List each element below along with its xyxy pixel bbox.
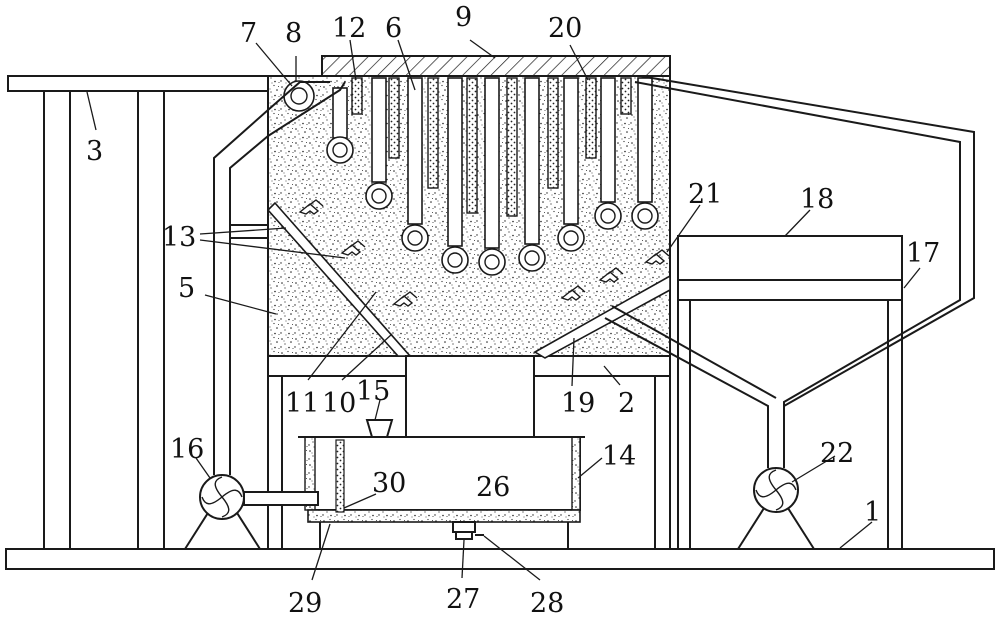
- label-22: 22: [820, 438, 854, 469]
- label-1: 1: [864, 497, 881, 528]
- drain-valve: [452, 521, 484, 540]
- label-30: 30: [372, 468, 406, 499]
- dosing-funnel: [365, 419, 394, 438]
- right-return-pipe: [604, 75, 975, 420]
- label-3: 3: [86, 136, 103, 167]
- aeration-tubes: [326, 77, 659, 276]
- label-20: 20: [548, 13, 582, 44]
- top-cover-plate: [321, 55, 671, 77]
- label-28: 28: [530, 588, 564, 619]
- leader-lines: [86, 39, 921, 581]
- label-2: 2: [618, 388, 635, 419]
- label-9: 9: [455, 2, 472, 33]
- label-12: 12: [332, 13, 366, 44]
- collection-tank: [298, 436, 585, 549]
- label-26: 26: [476, 472, 510, 503]
- label-18: 18: [800, 184, 834, 215]
- label-6: 6: [385, 13, 402, 44]
- reference-numerals: 1 2 3 5 6 7 8 9 10 11 12 13 14 15 16 17 …: [86, 2, 940, 619]
- right-pump: [737, 420, 815, 550]
- filter-tank: [677, 235, 903, 549]
- label-7: 7: [240, 18, 257, 49]
- central-outlet-box: [405, 355, 535, 450]
- label-10: 10: [322, 388, 356, 419]
- label-13: 13: [162, 222, 196, 253]
- label-17: 17: [906, 238, 940, 269]
- label-21: 21: [688, 179, 722, 210]
- label-8: 8: [285, 18, 302, 49]
- label-11: 11: [285, 388, 319, 419]
- left-support-frame: [7, 75, 271, 550]
- label-14: 14: [602, 441, 636, 472]
- label-5: 5: [178, 273, 195, 304]
- electrode-rods: [351, 77, 632, 217]
- label-19: 19: [561, 388, 595, 419]
- label-29: 29: [288, 588, 322, 619]
- label-16: 16: [170, 434, 204, 465]
- top-inlet-ring: [283, 80, 315, 112]
- base-plate: [5, 548, 995, 570]
- inclined-plates: [266, 201, 671, 359]
- label-27: 27: [446, 584, 480, 615]
- label-15: 15: [356, 376, 390, 407]
- left-return-pipe: [213, 81, 346, 475]
- left-pump: [184, 474, 319, 550]
- plate-clamps: [298, 199, 670, 307]
